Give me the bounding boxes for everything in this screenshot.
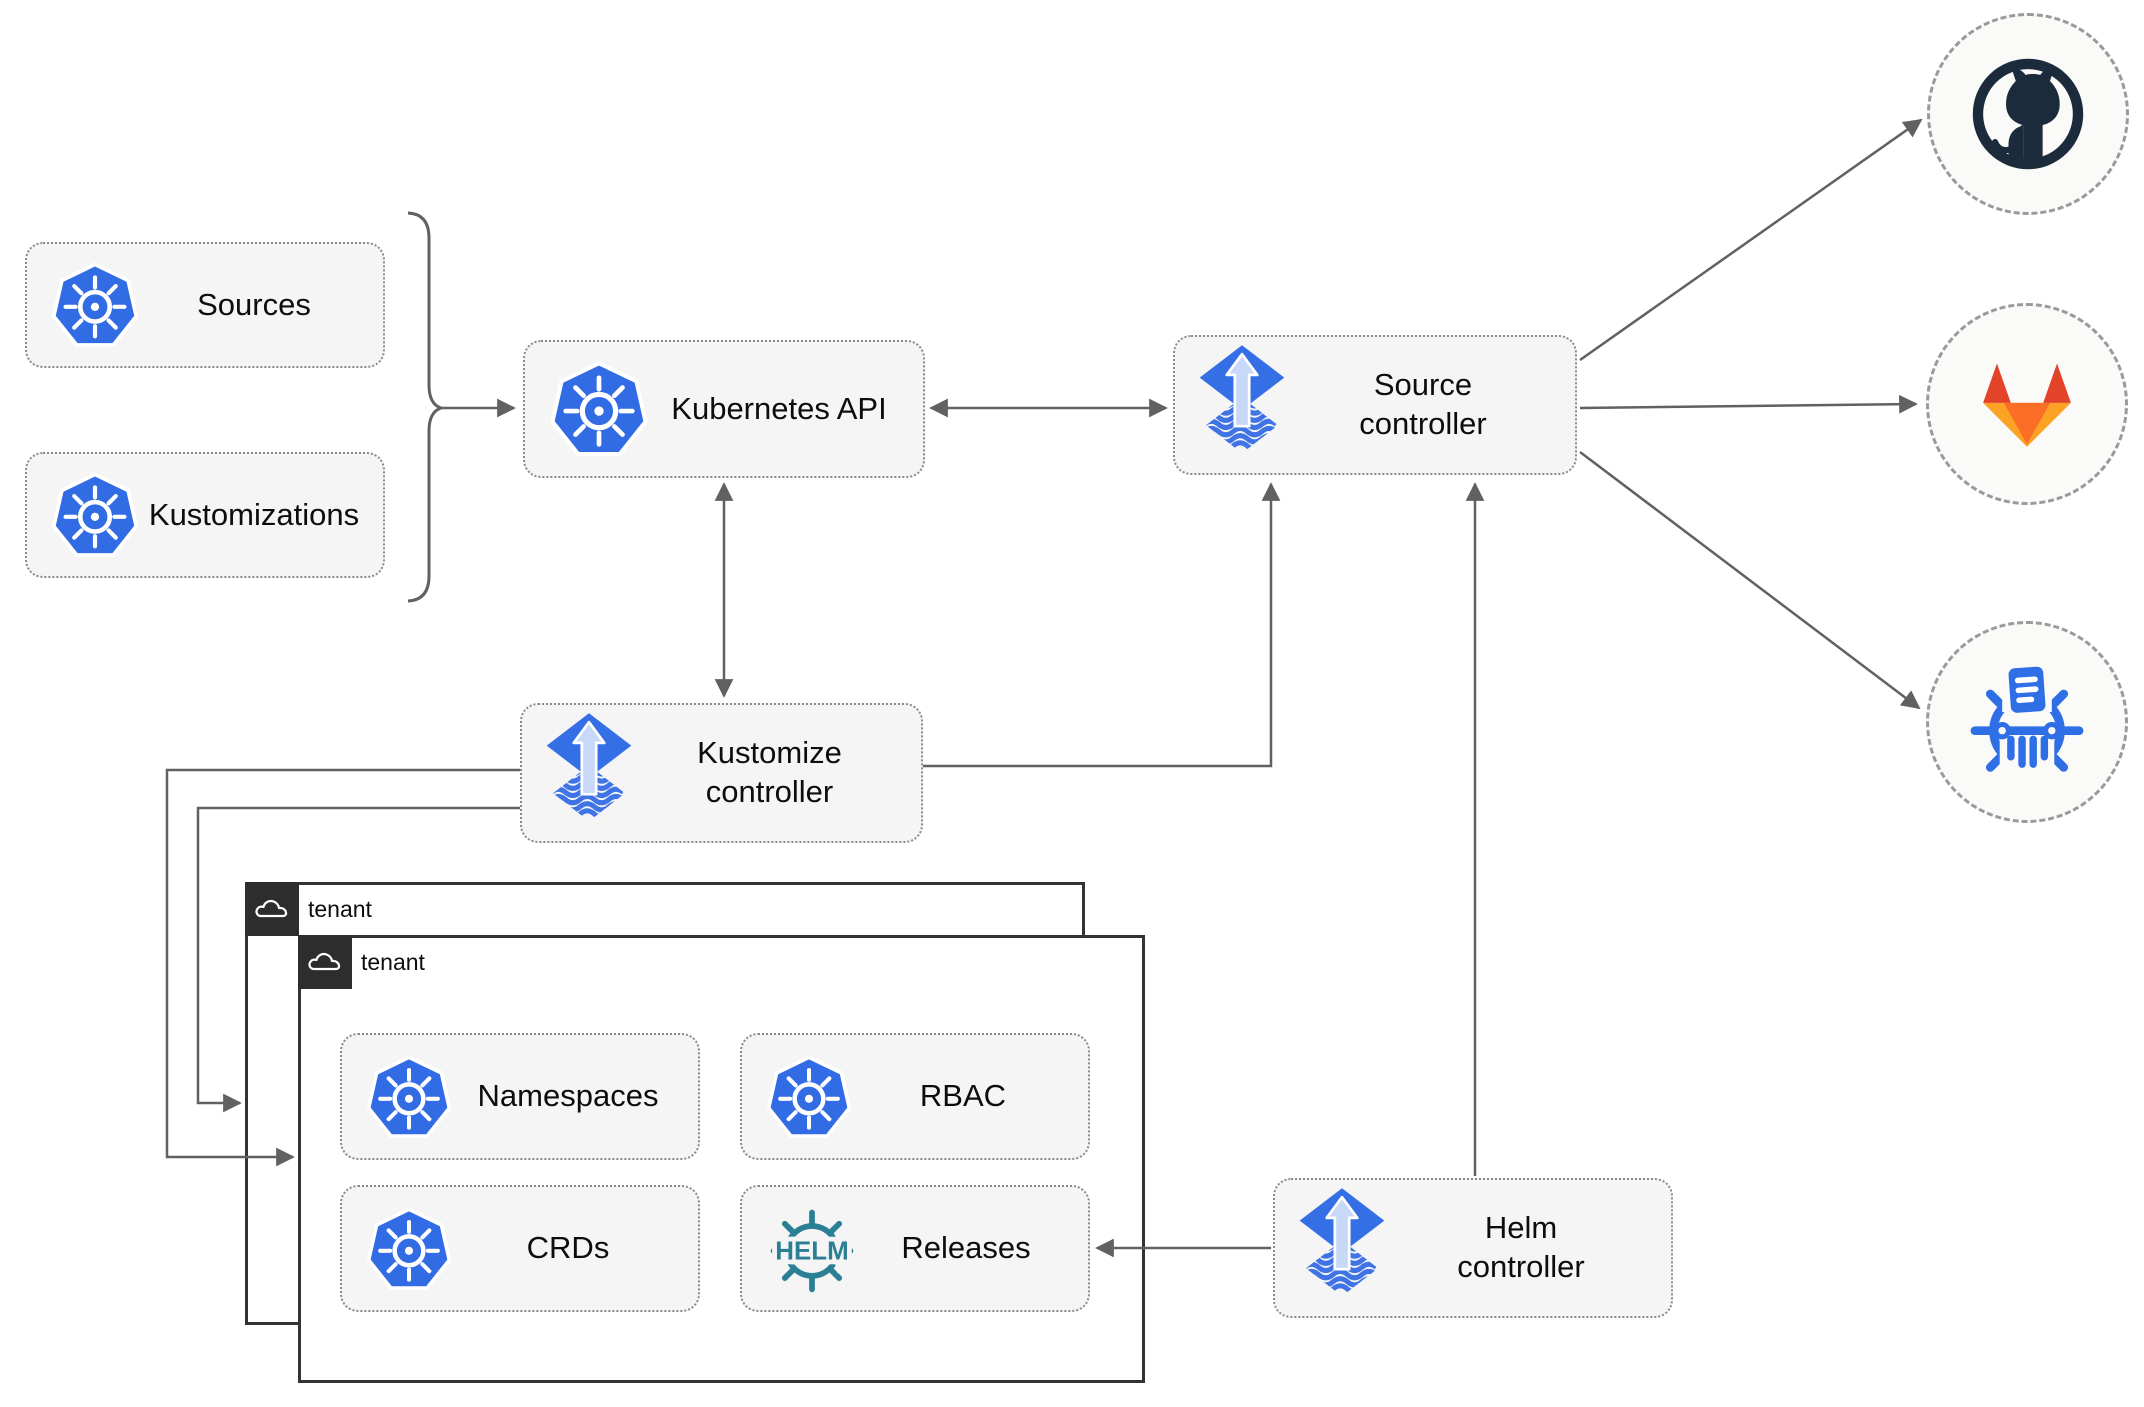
chart-repository-icon	[1970, 662, 2084, 772]
node-source-controller[interactable]: Source controller	[1173, 335, 1577, 475]
kubernetes-icon	[49, 259, 141, 351]
node-label: Kubernetes API	[671, 390, 887, 426]
kubernetes-icon	[49, 469, 141, 561]
flux-icon	[1197, 345, 1287, 466]
node-label: Releases	[901, 1230, 1031, 1266]
tenant-outer-label: tenant	[308, 895, 372, 922]
edge-source-to-chart-repository	[1579, 451, 1921, 710]
kubernetes-icon	[364, 1204, 454, 1294]
github-icon	[1972, 58, 2084, 170]
tenant-inner-label: tenant	[361, 948, 425, 975]
edge-kustomize-to-source-controller	[923, 482, 1281, 768]
helm-wordmark: HELM	[775, 1237, 848, 1265]
node-helm-controller[interactable]: Helm controller	[1273, 1178, 1673, 1318]
flux-icon	[1297, 1188, 1387, 1309]
kubernetes-icon	[547, 357, 651, 461]
provider-gitlab[interactable]	[1926, 303, 2128, 505]
kubernetes-icon	[364, 1052, 454, 1142]
node-label: RBAC	[919, 1078, 1007, 1114]
node-releases[interactable]: HELM Releases	[740, 1185, 1090, 1312]
node-rbac[interactable]: RBAC	[740, 1033, 1090, 1160]
helm-icon: HELM	[764, 1201, 860, 1297]
edge-bracket	[407, 211, 446, 603]
node-label: Helm controller	[1457, 1210, 1585, 1284]
tenant-inner-tab	[298, 935, 352, 989]
gitlab-icon	[1983, 363, 2071, 447]
cloud-icon	[307, 950, 343, 974]
node-label: CRDs	[526, 1230, 610, 1266]
node-label: Kustomize controller	[697, 735, 842, 809]
provider-github[interactable]	[1927, 13, 2129, 215]
node-crds[interactable]: CRDs	[340, 1185, 700, 1312]
node-kustomizations[interactable]: Kustomizations	[25, 452, 385, 578]
edge-source-to-github	[1579, 118, 1923, 362]
node-sources[interactable]: Sources	[25, 242, 385, 368]
node-namespaces[interactable]: Namespaces	[340, 1033, 700, 1160]
node-label: Kustomizations	[148, 496, 360, 532]
node-label: Sources	[197, 286, 311, 322]
flux-icon	[544, 713, 634, 834]
provider-helm-chart-repository[interactable]	[1926, 621, 2128, 823]
tenant-outer-tab	[245, 882, 299, 936]
node-label: Source controller	[1359, 367, 1487, 441]
cloud-icon	[254, 897, 290, 921]
node-label: Namespaces	[477, 1078, 659, 1114]
node-kubernetes-api[interactable]: Kubernetes API	[523, 340, 925, 478]
node-kustomize-controller[interactable]: Kustomize controller	[520, 703, 923, 843]
edge-source-to-gitlab	[1579, 394, 1918, 414]
kubernetes-icon	[764, 1052, 854, 1142]
